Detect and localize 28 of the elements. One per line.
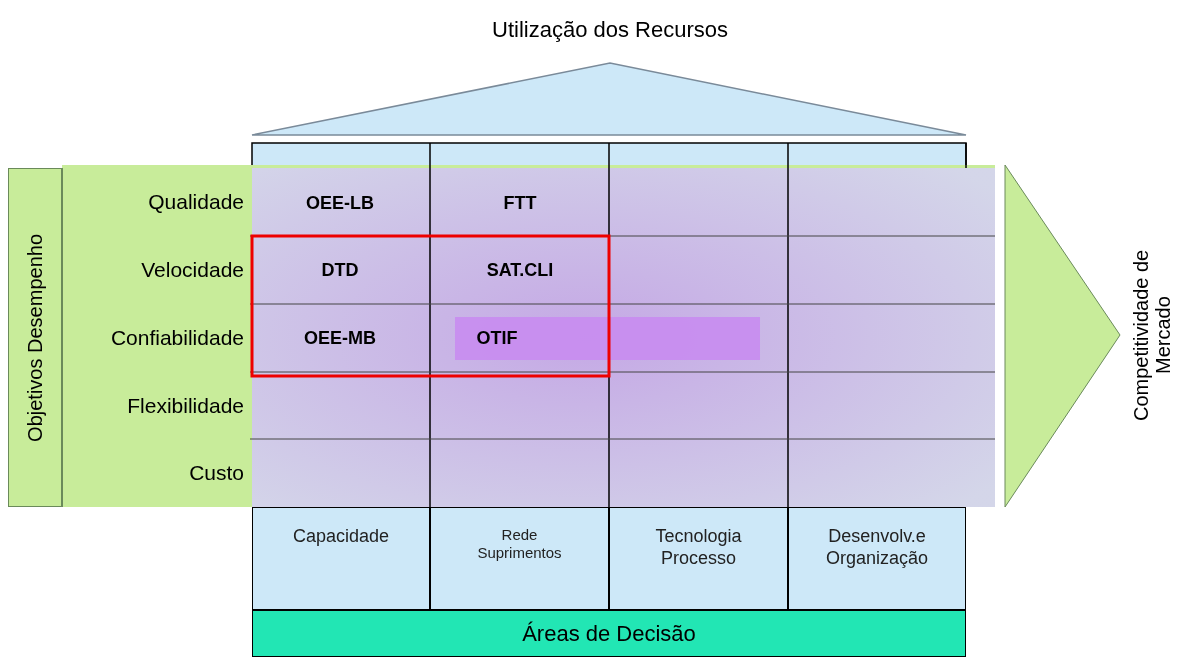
row-label: Qualidade — [148, 190, 244, 214]
roof-triangle — [251, 62, 967, 136]
band-label: Objetivos Desempenho — [23, 233, 47, 442]
row-label: Custo — [189, 461, 244, 485]
arrow-triangle — [1004, 164, 1121, 508]
column-label: Rede Suprimentos — [476, 526, 563, 562]
column-header — [252, 507, 430, 610]
column-label: Desenvolv.e Organização — [824, 526, 930, 570]
row-label: Confiabilidade — [110, 326, 244, 350]
category-band — [8, 168, 62, 507]
metric-label: FTT — [503, 192, 537, 214]
metric-label: OEE-LB — [306, 192, 374, 214]
metric-label: DTD — [321, 259, 359, 281]
column-label: Tecnologia Processo — [654, 526, 743, 570]
side-label: Competitividade de Mercado — [1130, 248, 1174, 423]
footer-bar — [252, 610, 966, 657]
metric-label: OEE-MB — [304, 327, 376, 349]
column-header — [430, 507, 609, 610]
metric-label: SAT.CLI — [486, 259, 554, 281]
column-header — [609, 507, 788, 610]
row-header — [62, 168, 250, 236]
row-label: Flexibilidade — [127, 394, 244, 418]
row-label: Velocidade — [141, 258, 244, 282]
bar-label: Áreas de Decisão — [522, 620, 696, 647]
diagram-title: Utilização dos Recursos — [492, 17, 728, 43]
column-header — [788, 507, 966, 610]
metric-label: OTIF — [476, 327, 518, 349]
column-label: Capacidade — [292, 526, 390, 548]
